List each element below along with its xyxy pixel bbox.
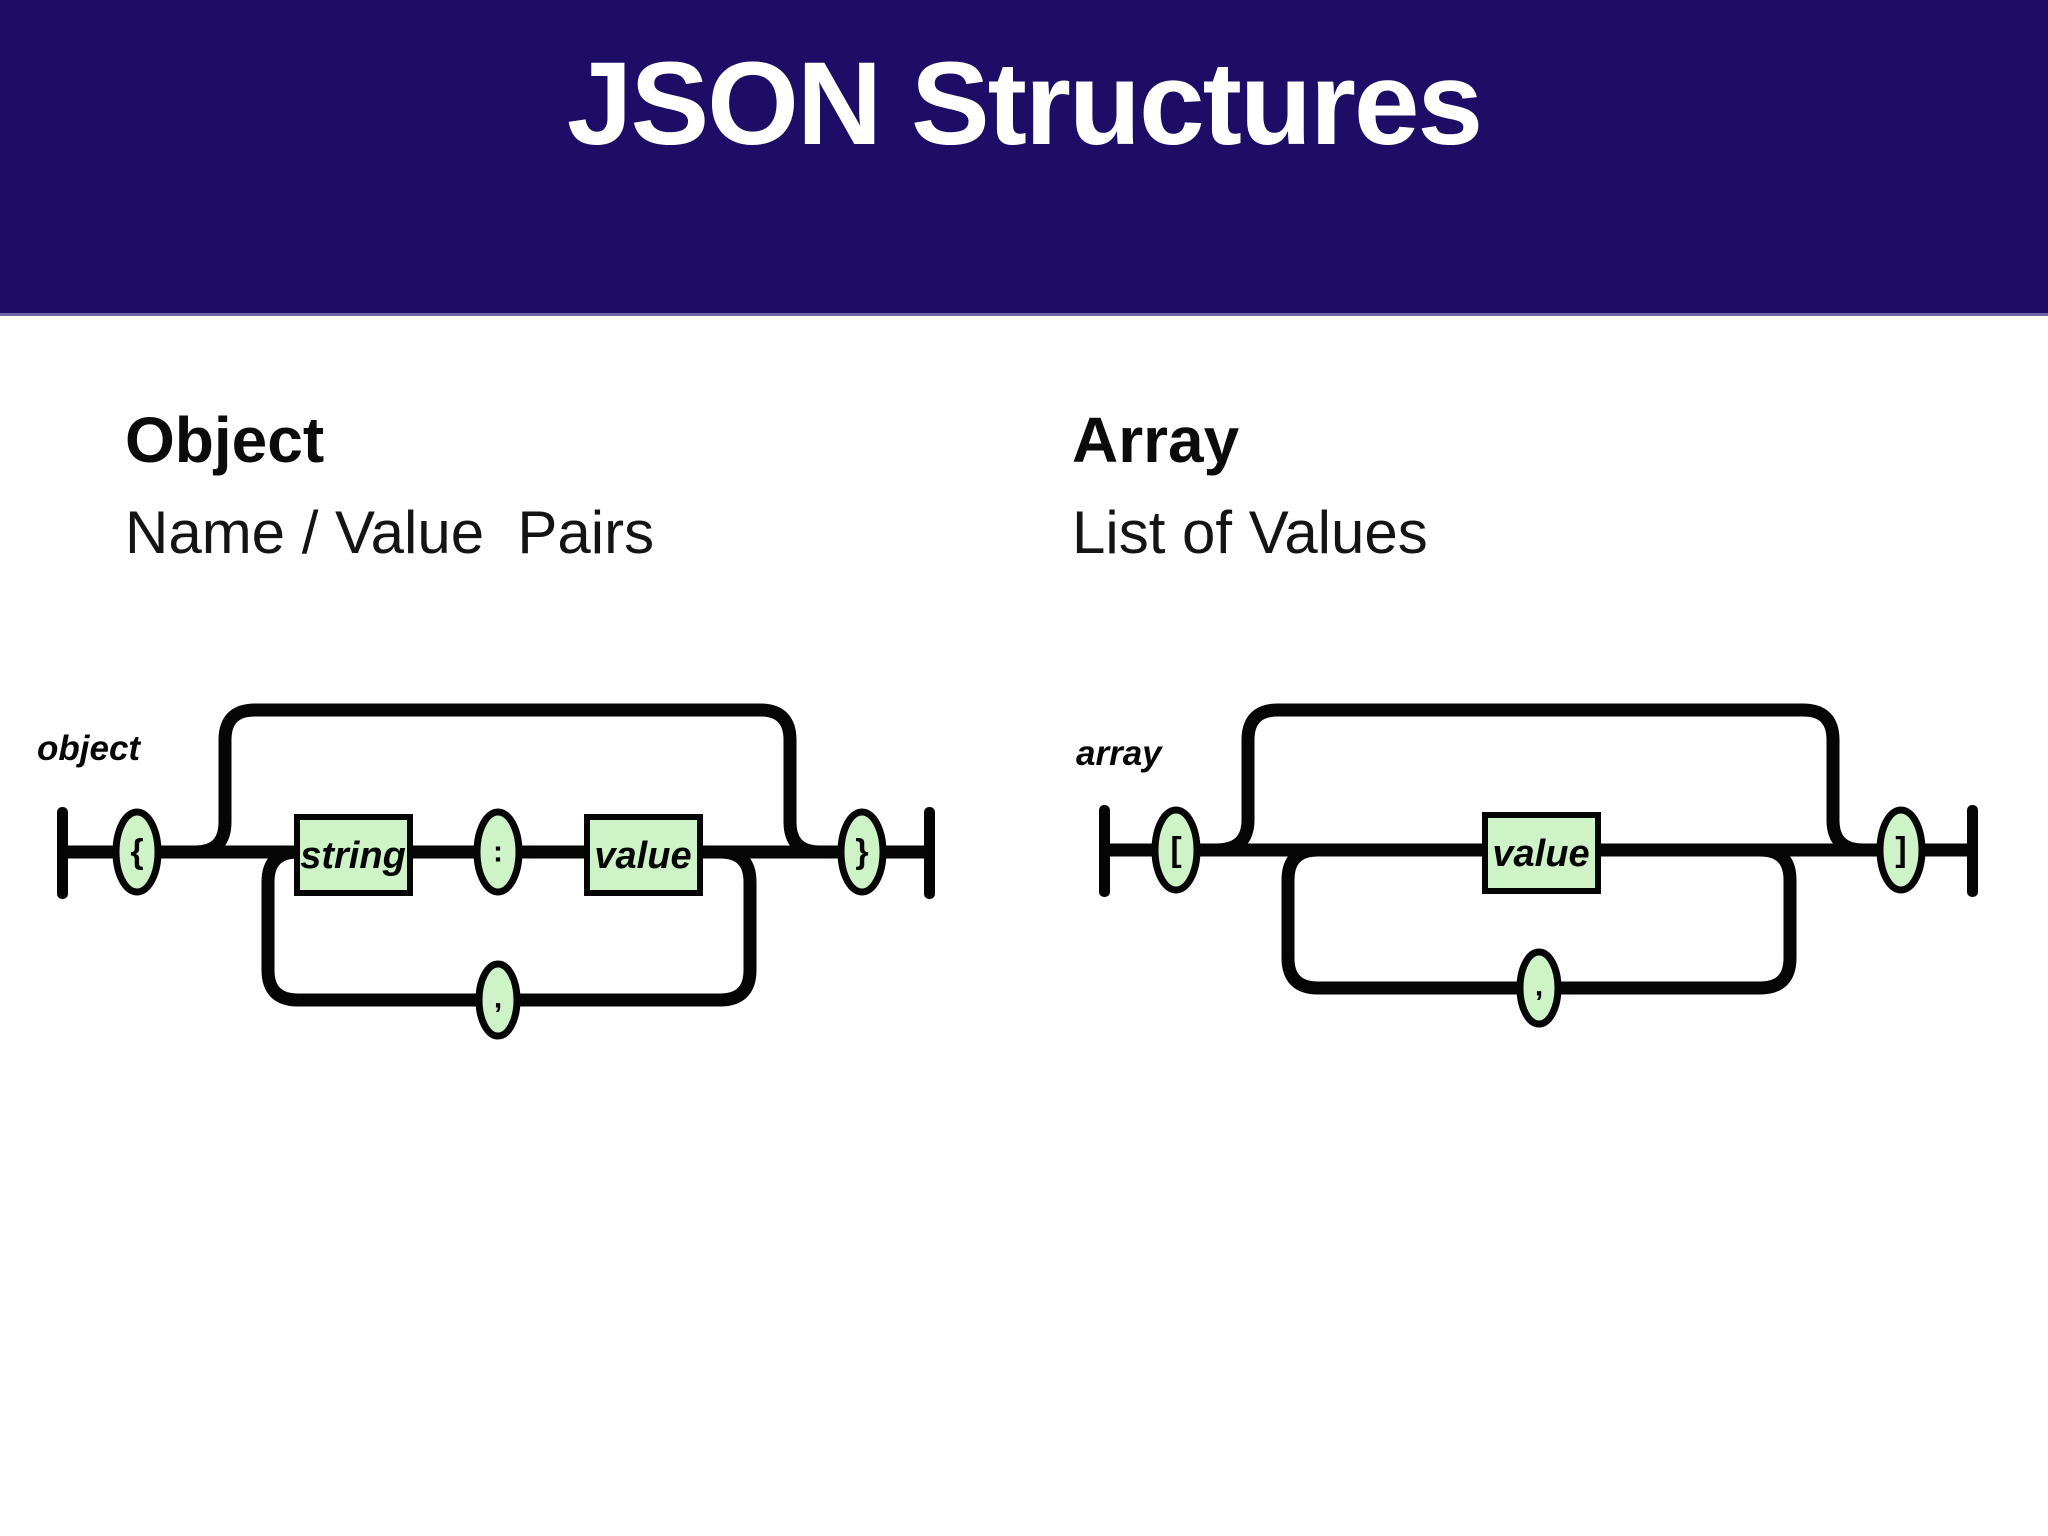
array-comma-node xyxy=(1516,948,1562,1028)
array-comma-glyph: , xyxy=(1535,970,1543,1003)
array-start-terminal xyxy=(1099,805,1110,897)
array-value-node xyxy=(1482,812,1601,894)
open-brace-glyph: { xyxy=(130,833,143,871)
comma-node xyxy=(475,960,521,1040)
close-brace-node xyxy=(837,808,887,896)
slide-title: JSON Structures xyxy=(566,38,1483,170)
array-heading: Array xyxy=(1072,404,1240,476)
object-bypass-loop xyxy=(194,703,821,859)
array-end-terminal xyxy=(1967,805,1978,897)
object-heading: Object xyxy=(125,404,325,476)
string-node xyxy=(294,814,413,896)
open-brace-node xyxy=(112,808,162,896)
value-node xyxy=(584,814,703,896)
comma-glyph: , xyxy=(494,982,502,1015)
open-bracket-glyph: [ xyxy=(1170,831,1181,869)
close-bracket-glyph: ] xyxy=(1895,831,1906,869)
object-railroad-diagram: object { string : value , } xyxy=(37,703,935,1040)
string-label: string xyxy=(300,835,406,877)
array-diagram-label: array xyxy=(1076,734,1163,773)
value-label: value xyxy=(594,835,691,877)
object-end-terminal xyxy=(924,807,935,899)
array-value-label: value xyxy=(1492,833,1589,875)
colon-node xyxy=(473,808,523,896)
array-subheading: List of Values xyxy=(1072,499,1428,566)
object-diagram-label: object xyxy=(37,729,141,768)
array-bypass-loop xyxy=(1215,703,1864,857)
title-banner: JSON Structures xyxy=(0,0,2048,316)
open-bracket-node xyxy=(1151,806,1201,894)
close-bracket-node xyxy=(1876,806,1926,894)
object-subheading: Name / Value Pairs xyxy=(125,499,655,566)
close-brace-glyph: } xyxy=(855,833,868,871)
colon-glyph: : xyxy=(493,836,503,869)
array-railroad-diagram: array [ value , ] xyxy=(1076,703,1978,1028)
object-start-terminal xyxy=(57,807,68,899)
